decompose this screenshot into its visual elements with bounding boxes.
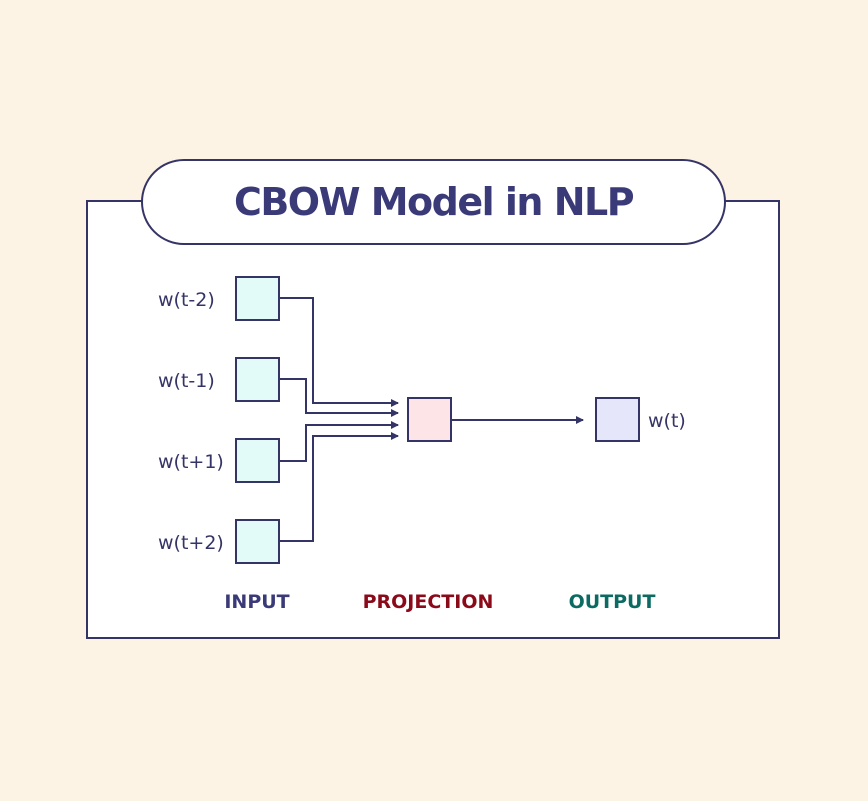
connector-arrow bbox=[279, 297, 399, 407]
layer-label-input: INPUT bbox=[224, 591, 289, 613]
input-word-label: w(t-2) bbox=[158, 289, 215, 311]
connector-arrow bbox=[279, 432, 399, 542]
output-node bbox=[595, 397, 640, 442]
diagram-title: CBOW Model in NLP bbox=[233, 180, 635, 224]
input-node bbox=[235, 438, 280, 483]
input-word-label: w(t+2) bbox=[158, 532, 224, 554]
input-node bbox=[235, 519, 280, 564]
projection-node bbox=[407, 397, 452, 442]
input-node bbox=[235, 276, 280, 321]
layer-label-output: OUTPUT bbox=[569, 591, 656, 613]
layer-label-projection: PROJECTION bbox=[363, 591, 494, 613]
connector-arrow bbox=[279, 378, 399, 417]
input-word-label: w(t-1) bbox=[158, 370, 215, 392]
input-word-label: w(t+1) bbox=[158, 451, 224, 473]
input-node bbox=[235, 357, 280, 402]
output-word-label: w(t) bbox=[648, 410, 686, 432]
title-banner: CBOW Model in NLP bbox=[141, 159, 726, 245]
connector-arrow bbox=[279, 421, 399, 462]
